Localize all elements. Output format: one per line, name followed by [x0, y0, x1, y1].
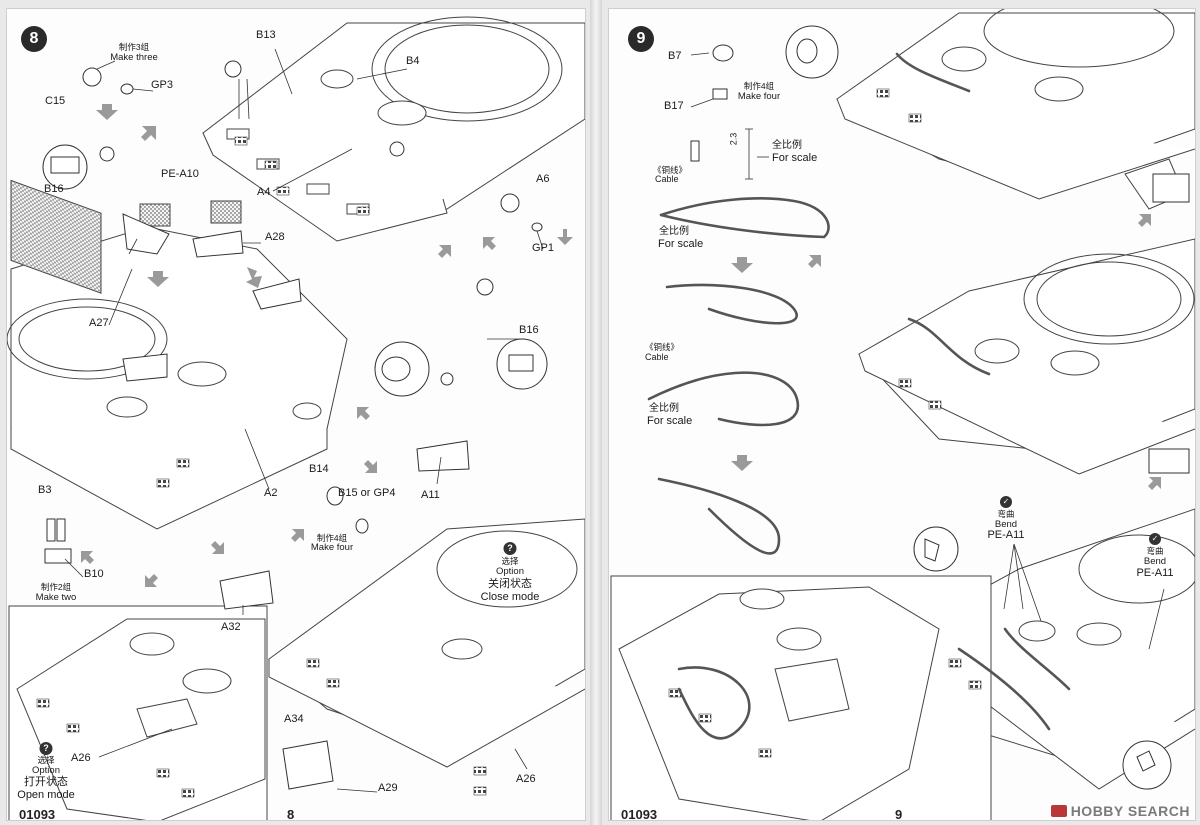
make-three-en: Make three — [110, 52, 158, 63]
part-label-a34: A34 — [284, 713, 304, 725]
bend-callout: ✓ — [1000, 495, 1012, 508]
for-scale-en-3: For scale — [647, 415, 693, 427]
arrow-down-icon — [96, 104, 573, 288]
for-scale-en-1: For scale — [772, 152, 818, 164]
part-label-a28: A28 — [265, 231, 285, 243]
part-label-a6: A6 — [536, 173, 550, 185]
arrow-down-icon — [731, 257, 753, 471]
step8-drawing — [7, 16, 585, 820]
arrow-diagonal-icon — [81, 126, 496, 587]
close-mode-option-en: Option — [496, 566, 524, 577]
part-label-a26-inset: A26 — [71, 752, 91, 764]
close-mode-en: Close mode — [480, 591, 540, 603]
footer-product-code: 01093 — [621, 807, 658, 821]
cable-cn-1: 《铜线》 — [653, 165, 688, 175]
make-two-cn: 制作2组 — [40, 582, 72, 592]
cable-en-2: Cable — [645, 352, 669, 362]
step-number-badge: 8 — [21, 26, 47, 52]
watermark: HOBBY SEARCH — [1050, 803, 1190, 819]
for-scale-cn-3: 全比例 — [649, 403, 679, 414]
part-label-b16: B16 — [44, 183, 64, 195]
part-label-a26: A26 — [516, 773, 536, 785]
make-four-cn: 制作4组 — [316, 533, 348, 543]
part-label-gp1: GP1 — [532, 242, 555, 254]
part-label-a2: A2 — [264, 487, 278, 499]
part-label-pe-a11: PE-A11 — [987, 529, 1025, 541]
instruction-page-8: 8 C15 GP3 制作3组 Make three B16 PE-A10 A28… — [6, 8, 586, 821]
bend-cn-right: 弯曲 — [1146, 546, 1164, 556]
part-label-a4: A4 — [257, 186, 271, 198]
close-mode-cn: 关闭状态 — [488, 578, 532, 590]
for-scale-cn-2: 全比例 — [659, 226, 689, 237]
part-label-a27: A27 — [89, 317, 109, 329]
part-label-b15-or-gp4: B15 or GP4 — [338, 487, 396, 499]
option-icon: ? — [503, 542, 517, 555]
part-label-b16-right: B16 — [519, 324, 539, 336]
dimension-label: 2.3 — [728, 132, 739, 146]
part-label-pe-a10: PE-A10 — [161, 168, 199, 180]
open-mode-option-cn: 选择 — [37, 755, 55, 765]
hobby-search-logo-icon — [1050, 805, 1067, 817]
open-mode-option-en: Option — [32, 765, 60, 776]
option-icon: ? — [39, 742, 53, 755]
part-label-b17: B17 — [664, 100, 684, 112]
open-mode-option: ? — [39, 742, 53, 755]
open-mode-cn: 打开状态 — [24, 776, 68, 788]
bend-check-icon: ✓ — [1149, 533, 1161, 545]
watermark-text: HOBBY SEARCH — [1070, 803, 1190, 819]
step-number-badge: 9 — [628, 26, 654, 52]
part-label-b3: B3 — [38, 484, 52, 496]
part-label-a32: A32 — [221, 621, 241, 633]
instruction-page-9: 9 B7 B17 制作4组 Make four 2.3 全比例 For scal… — [608, 8, 1196, 821]
bend-callout-right: ✓ — [1149, 532, 1161, 545]
make-four-cn: 制作4组 — [743, 81, 775, 91]
step9-drawing — [610, 9, 1195, 820]
close-mode-option-cn: 选择 — [501, 556, 519, 566]
part-label-a29: A29 — [378, 782, 398, 794]
for-scale-cn-1: 全比例 — [772, 140, 802, 151]
part-label-a11: A11 — [421, 489, 440, 501]
part-label-gp3: GP3 — [151, 79, 174, 91]
make-four-en: Make four — [310, 542, 354, 553]
arrow-diagonal-icon — [808, 214, 1161, 490]
footer-product-code: 01093 — [19, 807, 56, 821]
cable-cn-2: 《铜线》 — [645, 342, 680, 352]
make-three-cn: 制作3组 — [118, 42, 150, 52]
part-label-pe-a11-right: PE-A11 — [1136, 567, 1174, 579]
footer-page-number: 8 — [287, 807, 295, 821]
cable-en-1: Cable — [655, 174, 679, 184]
part-label-b14: B14 — [309, 463, 329, 475]
bend-cn: 弯曲 — [997, 509, 1015, 519]
part-label-b7: B7 — [668, 50, 682, 62]
bend-en-right: Bend — [1143, 556, 1167, 567]
make-four-en: Make four — [737, 91, 781, 102]
book-spine — [590, 0, 602, 825]
part-label-b13: B13 — [256, 29, 276, 41]
part-label-c15: C15 — [45, 95, 66, 107]
part-label-b4: B4 — [406, 55, 420, 67]
bend-en: Bend — [994, 519, 1018, 530]
open-mode-en: Open mode — [17, 789, 75, 801]
for-scale-en-2: For scale — [658, 238, 704, 250]
bend-check-icon: ✓ — [1000, 496, 1012, 508]
close-mode-option: ? — [503, 542, 517, 555]
footer-page-number: 9 — [895, 807, 903, 821]
part-label-b10: B10 — [84, 568, 104, 580]
make-two-en: Make two — [35, 592, 77, 603]
